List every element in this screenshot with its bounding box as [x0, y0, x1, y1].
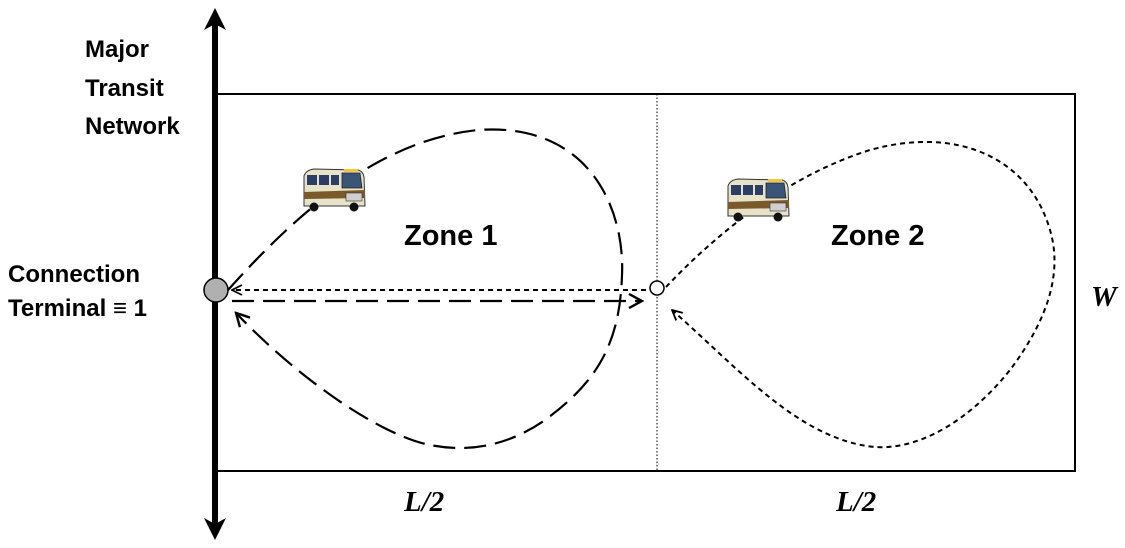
- width-dimension-label: W: [1091, 281, 1119, 313]
- zone-2-label: Zone 2: [831, 220, 924, 252]
- bus-icon: [727, 178, 790, 222]
- bus-icon: [303, 168, 366, 212]
- network-label-line-2: Transit: [85, 75, 164, 102]
- service-area-boundary: [214, 93, 1076, 472]
- zone-1-label: Zone 1: [404, 220, 497, 252]
- zone2-route-loop: [665, 141, 1056, 449]
- terminal-label-line-2: Terminal ≡ 1: [8, 295, 147, 322]
- connection-terminal-node: [203, 277, 229, 303]
- transfer-point-node: [649, 280, 665, 296]
- half-length-label-right: L/2: [835, 486, 876, 518]
- zone1-route-loop: [227, 128, 624, 450]
- terminal-label-line-1: Connection: [8, 261, 140, 288]
- major-transit-network-line: [204, 8, 226, 540]
- network-label-line-3: Network: [85, 113, 180, 140]
- half-length-label-left: L/2: [403, 486, 444, 518]
- network-label-line-1: Major: [85, 36, 149, 63]
